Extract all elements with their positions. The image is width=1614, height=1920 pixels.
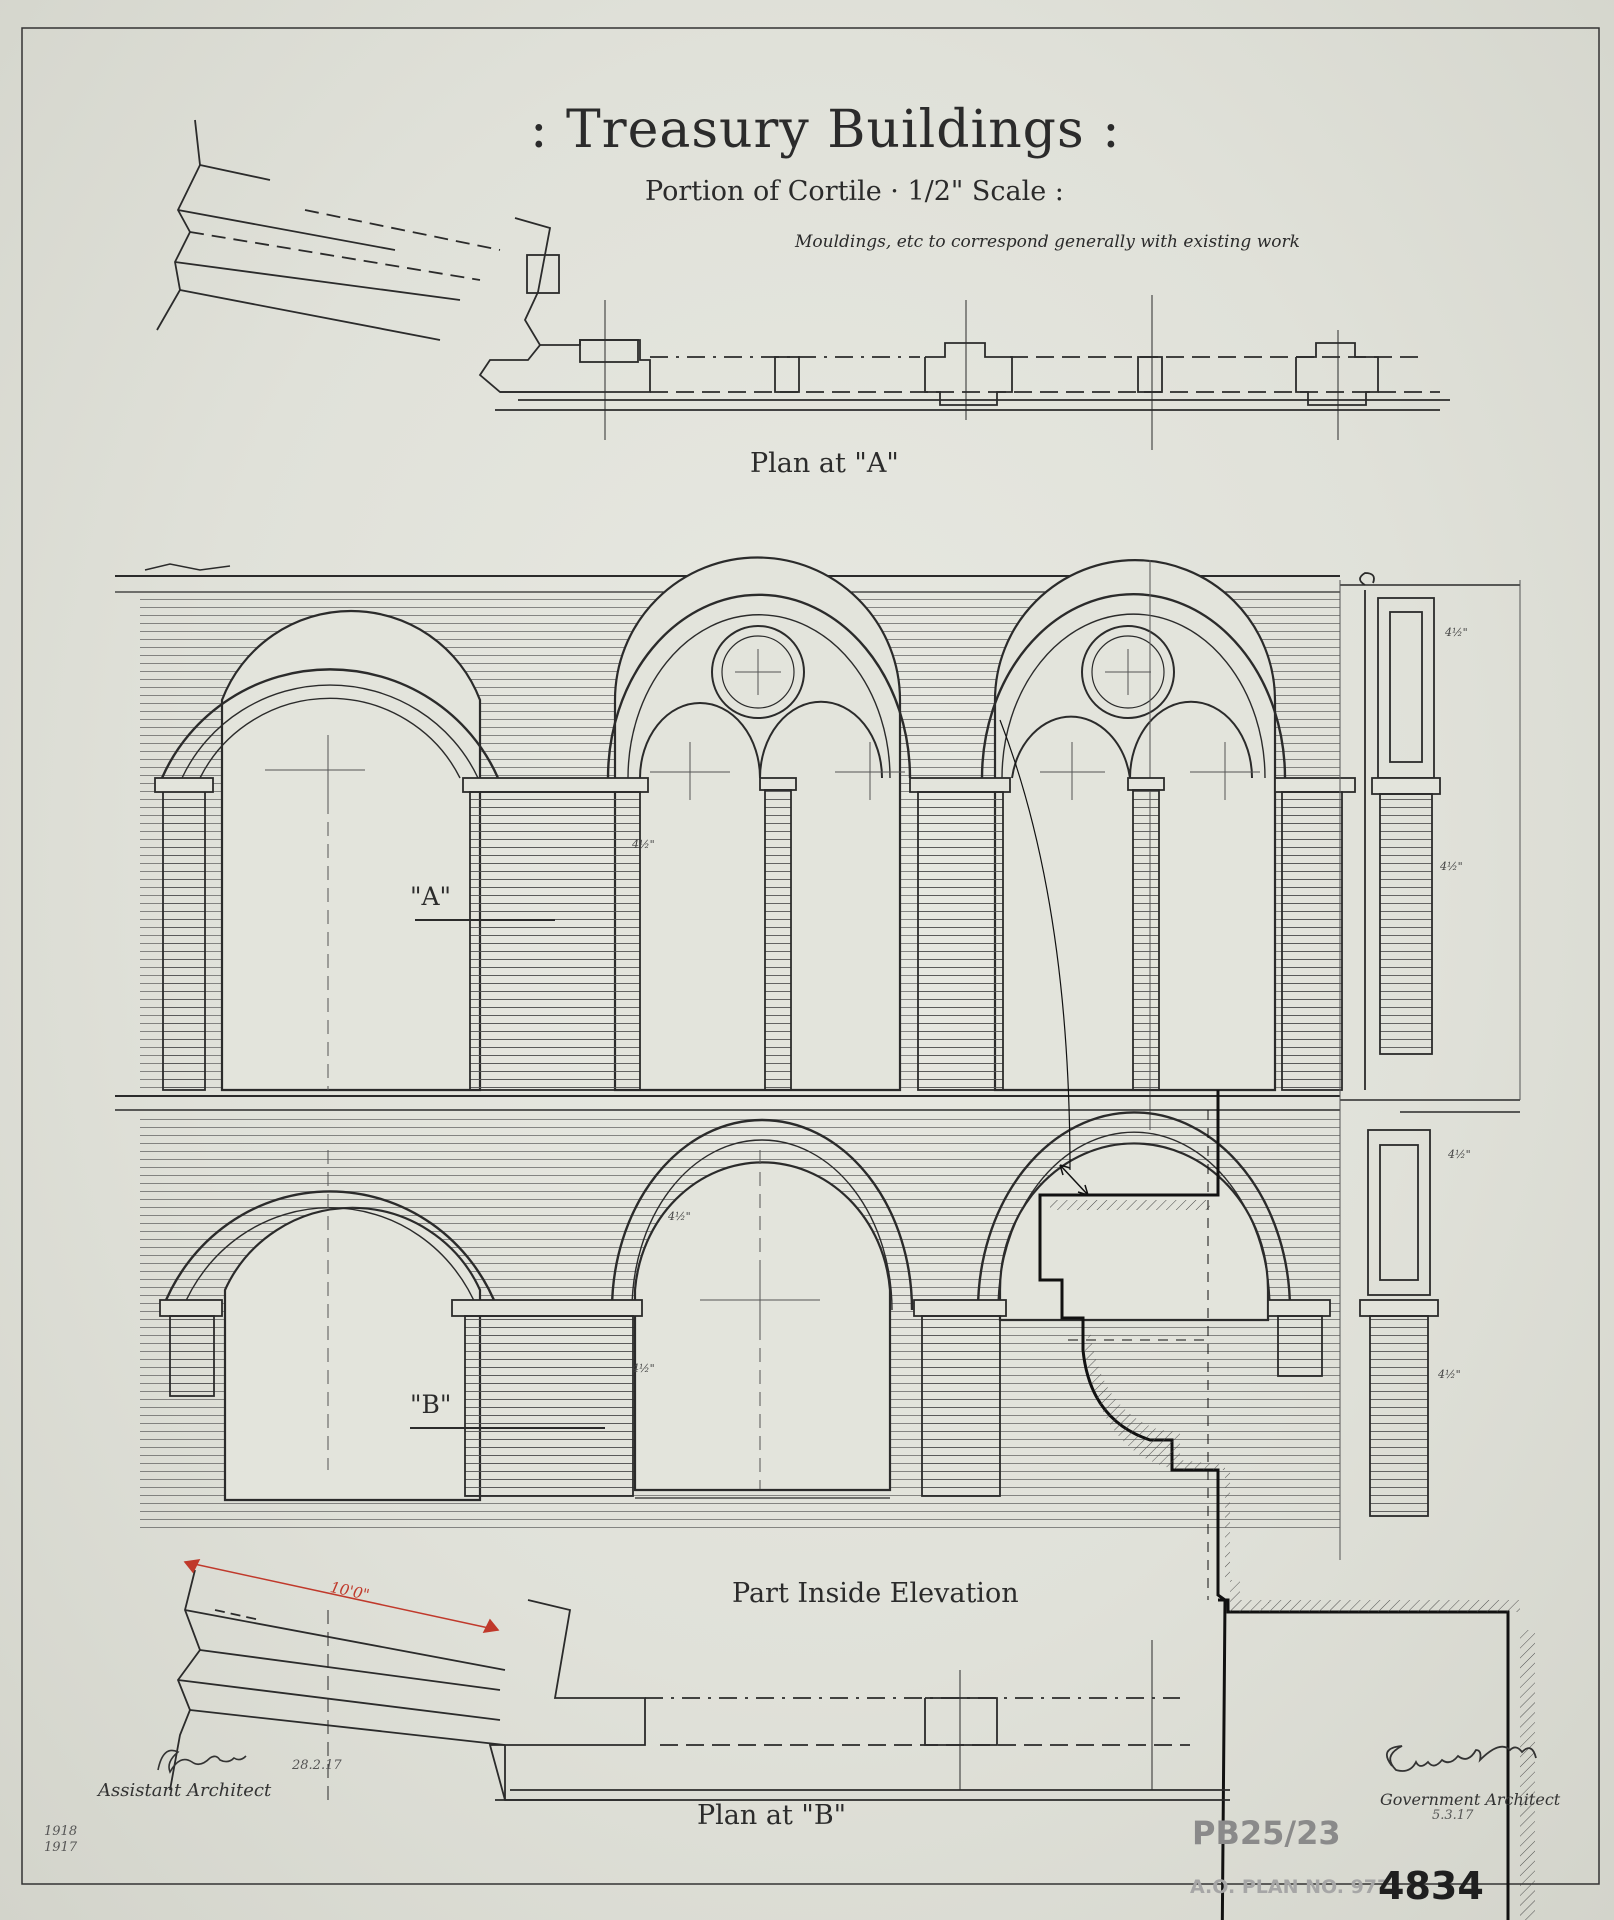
dim-note-2: 4½"	[1445, 626, 1468, 639]
assistant-date: 28.2.17	[292, 1758, 342, 1773]
sheet-border	[21, 27, 1600, 1885]
drawing-subtitle: Portion of Cortile · 1/2" Scale :	[645, 176, 1064, 207]
drawing-title: : Treasury Buildings :	[530, 100, 1121, 160]
government-signature	[1385, 1745, 1537, 1772]
section-a-marker: "A"	[410, 882, 452, 911]
lower-elevation	[140, 1111, 1439, 1534]
moulding-profile	[999, 719, 1535, 1920]
red-dimension-line	[183, 1559, 500, 1633]
pb-reference-stamp: PB25/23	[1192, 1814, 1341, 1852]
margin-date-2: 1917	[44, 1840, 78, 1855]
dim-note-3: 4½"	[1440, 860, 1463, 873]
plan-number-stamp: 4834	[1378, 1864, 1484, 1908]
dim-note-4: 4½"	[668, 1210, 691, 1223]
plan-at-a-label: Plan at "A"	[750, 448, 899, 479]
dim-note-7: 4½"	[1438, 1368, 1461, 1381]
assistant-signature	[157, 1749, 247, 1774]
upper-elevation	[115, 556, 1520, 1130]
plan-at-b	[169, 1559, 1230, 1801]
part-inside-elevation-label: Part Inside Elevation	[732, 1578, 1019, 1609]
dim-note-6: 4½"	[1448, 1148, 1471, 1161]
government-architect-title: Government Architect	[1380, 1790, 1561, 1809]
margin-date-1: 1918	[44, 1824, 78, 1839]
section-b-marker: "B"	[410, 1390, 452, 1419]
ao-plan-number-stamp: A.O. PLAN NO. 977	[1190, 1876, 1391, 1898]
dim-note-1: 4½"	[632, 838, 655, 851]
mouldings-note: Mouldings, etc to correspond generally w…	[795, 232, 1300, 252]
dim-note-5: 4½"	[632, 1362, 655, 1375]
plan-at-a	[156, 119, 1450, 450]
assistant-architect-title: Assistant Architect	[98, 1780, 272, 1801]
plan-at-b-label: Plan at "B"	[697, 1800, 847, 1831]
government-date: 5.3.17	[1432, 1808, 1474, 1823]
